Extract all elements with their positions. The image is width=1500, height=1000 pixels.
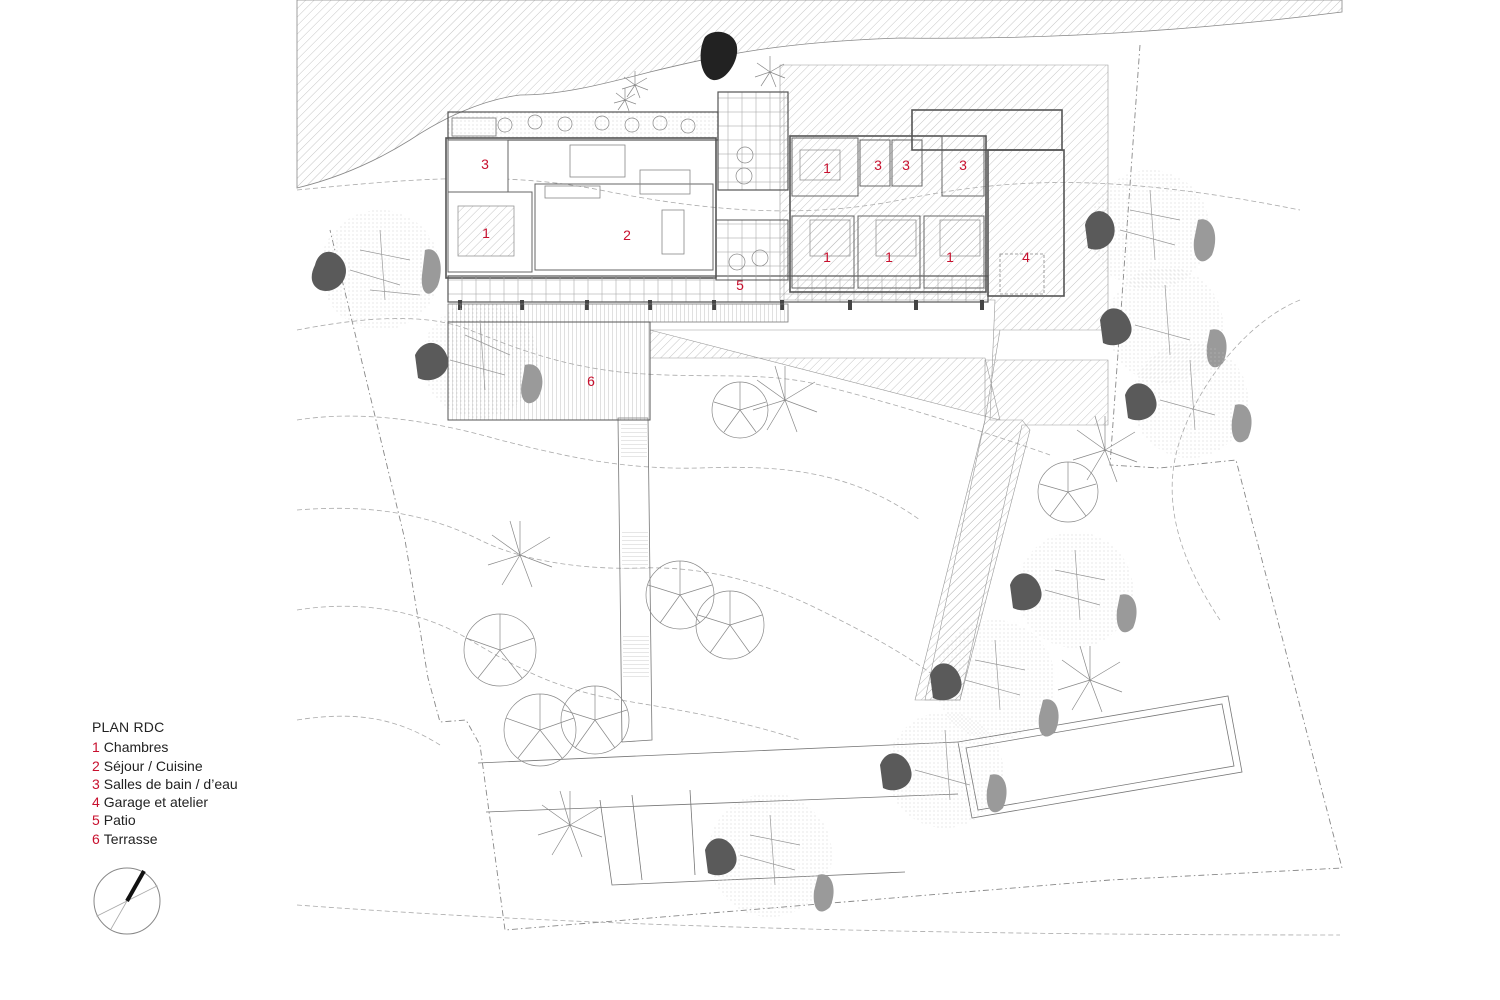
- room-label-bath-d: 3: [959, 157, 967, 173]
- room-labels: 3 1 2 1 3 3 3 1 1 1 4 5 6: [481, 156, 1030, 389]
- palm-icon: [752, 365, 818, 433]
- room-label-bath-c: 3: [902, 157, 910, 173]
- tree-icon: [311, 210, 441, 330]
- room-label-bed-b: 1: [823, 160, 831, 176]
- tree-icon: [463, 613, 537, 687]
- tree-icon: [1085, 170, 1216, 290]
- room-label-garage: 4: [1022, 249, 1030, 265]
- legend-title: PLAN RDC: [92, 719, 165, 735]
- room-label-bed-c: 1: [823, 249, 831, 265]
- hillside-hatch: [296, 0, 1343, 189]
- tree-icon: [695, 590, 765, 660]
- palm-icon: [537, 790, 603, 858]
- tree-icon: [705, 793, 834, 917]
- tree-icon: [711, 381, 769, 439]
- palm-icon: [1057, 645, 1123, 713]
- tree-icon: [1010, 532, 1137, 648]
- palm-icon: [1072, 415, 1138, 483]
- tree-icon: [503, 693, 577, 767]
- palm-icon: [621, 71, 649, 99]
- palm-icon: [754, 56, 786, 88]
- room-label-living: 2: [623, 227, 631, 243]
- room-label-bath-a: 3: [481, 156, 489, 172]
- tree-icon: [880, 712, 1007, 828]
- room-label-bed-e: 1: [946, 249, 954, 265]
- tree-icon: [1037, 461, 1099, 523]
- palm-icon: [613, 88, 637, 112]
- north-arrow-icon: [93, 867, 161, 935]
- palm-icon: [487, 520, 553, 588]
- room-label-bed-d: 1: [885, 249, 893, 265]
- property-boundary: [329, 44, 1343, 931]
- room-label-bed-a: 1: [482, 225, 490, 241]
- palms: [463, 56, 1138, 858]
- trees: [311, 31, 1252, 917]
- tree-icon: [560, 685, 630, 755]
- room-label-terrace: 6: [587, 373, 595, 389]
- tree-icon: [1125, 342, 1252, 458]
- tree-icon: [930, 620, 1059, 740]
- garden-path: [617, 417, 653, 743]
- tree-icon: [415, 302, 543, 418]
- tree-icon: [645, 560, 715, 630]
- driveway-strip: [914, 359, 1109, 701]
- tree-icon: [700, 31, 738, 81]
- room-label-bath-b: 3: [874, 157, 882, 173]
- room-label-patio: 5: [736, 277, 744, 293]
